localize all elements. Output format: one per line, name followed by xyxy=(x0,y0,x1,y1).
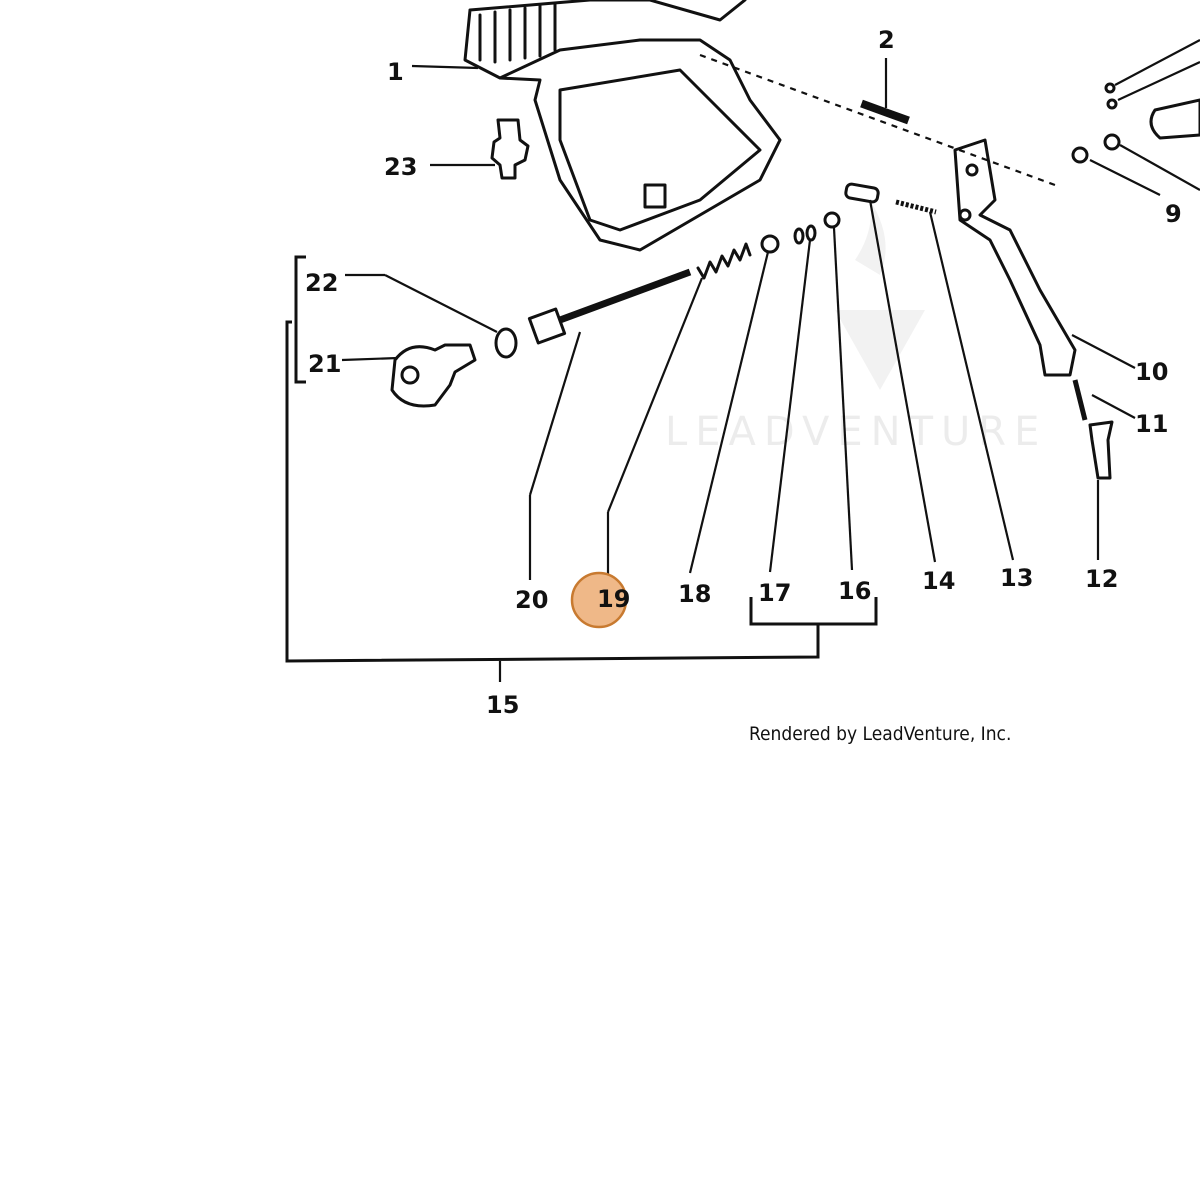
part-gun-body[interactable] xyxy=(463,0,782,252)
callout-15[interactable]: 15 xyxy=(486,691,519,719)
watermark-text: LEADVENTURE xyxy=(665,409,1047,455)
part-valve-stem[interactable] xyxy=(527,268,692,345)
part-latch[interactable] xyxy=(1088,420,1114,480)
callout-21[interactable]: 21 xyxy=(308,350,341,378)
leader-11 xyxy=(1091,394,1136,419)
bracket-16-17 xyxy=(749,597,878,626)
pin-axis-line xyxy=(699,53,1056,187)
part-nut[interactable] xyxy=(1071,146,1089,164)
leader-16 xyxy=(832,227,854,571)
leader-14 xyxy=(868,199,937,563)
part-seal-b[interactable] xyxy=(805,224,817,242)
part-trigger-pin[interactable] xyxy=(860,99,910,125)
leader-1 xyxy=(411,64,479,70)
leader-18 xyxy=(688,251,770,574)
leader-19 xyxy=(606,277,704,513)
callout-11[interactable]: 11 xyxy=(1135,410,1168,438)
part-roll-pin[interactable] xyxy=(844,182,880,204)
part-valve-cap-face xyxy=(400,365,420,385)
leader-9b xyxy=(1119,144,1200,191)
callout-16[interactable]: 16 xyxy=(838,577,871,605)
part-plug[interactable] xyxy=(1149,98,1200,140)
callout-14[interactable]: 14 xyxy=(922,567,955,595)
part-small-pin[interactable] xyxy=(895,199,937,215)
part-fitting[interactable] xyxy=(490,118,530,180)
part-seal-a[interactable] xyxy=(793,227,805,245)
callout-1[interactable]: 1 xyxy=(387,58,404,86)
leader-9 xyxy=(1089,159,1161,196)
leader-22b xyxy=(384,274,498,333)
part-o-ring[interactable] xyxy=(494,327,518,359)
callout-10[interactable]: 10 xyxy=(1135,358,1168,386)
part-small-ball-b[interactable] xyxy=(1106,98,1118,110)
callout-19[interactable]: 19 xyxy=(597,585,630,613)
highlight-marker xyxy=(570,571,628,629)
part-seal-ring[interactable] xyxy=(823,211,841,229)
watermark-logo-icon xyxy=(835,200,925,390)
callout-13[interactable]: 13 xyxy=(1000,564,1033,592)
leader-13 xyxy=(928,211,1015,561)
callout-20[interactable]: 20 xyxy=(515,586,548,614)
bracket-15 xyxy=(285,320,820,663)
callout-9[interactable]: 9 xyxy=(1165,200,1182,228)
leader-17 xyxy=(768,239,812,573)
callout-2[interactable]: 2 xyxy=(878,26,895,54)
part-valve-cap[interactable] xyxy=(390,343,477,408)
leader-20 xyxy=(528,331,582,496)
leader-ball-a xyxy=(1114,39,1200,86)
leader-ball-b xyxy=(1117,61,1200,101)
render-credit: Rendered by LeadVenture, Inc. xyxy=(749,723,1012,745)
bracket-21-22 xyxy=(294,255,306,384)
callout-12[interactable]: 12 xyxy=(1085,565,1118,593)
part-washer[interactable] xyxy=(1103,133,1121,151)
part-seat[interactable] xyxy=(760,234,780,254)
part-small-ball-a[interactable] xyxy=(1104,82,1116,94)
callout-22[interactable]: 22 xyxy=(305,269,338,297)
callout-23[interactable]: 23 xyxy=(384,153,417,181)
callout-17[interactable]: 17 xyxy=(758,579,791,607)
part-trigger[interactable] xyxy=(953,138,1077,377)
leader-21 xyxy=(341,356,399,362)
part-spring[interactable] xyxy=(696,242,752,280)
leader-10 xyxy=(1071,334,1136,369)
part-spring-pin[interactable] xyxy=(1072,379,1088,421)
callout-18[interactable]: 18 xyxy=(678,580,711,608)
